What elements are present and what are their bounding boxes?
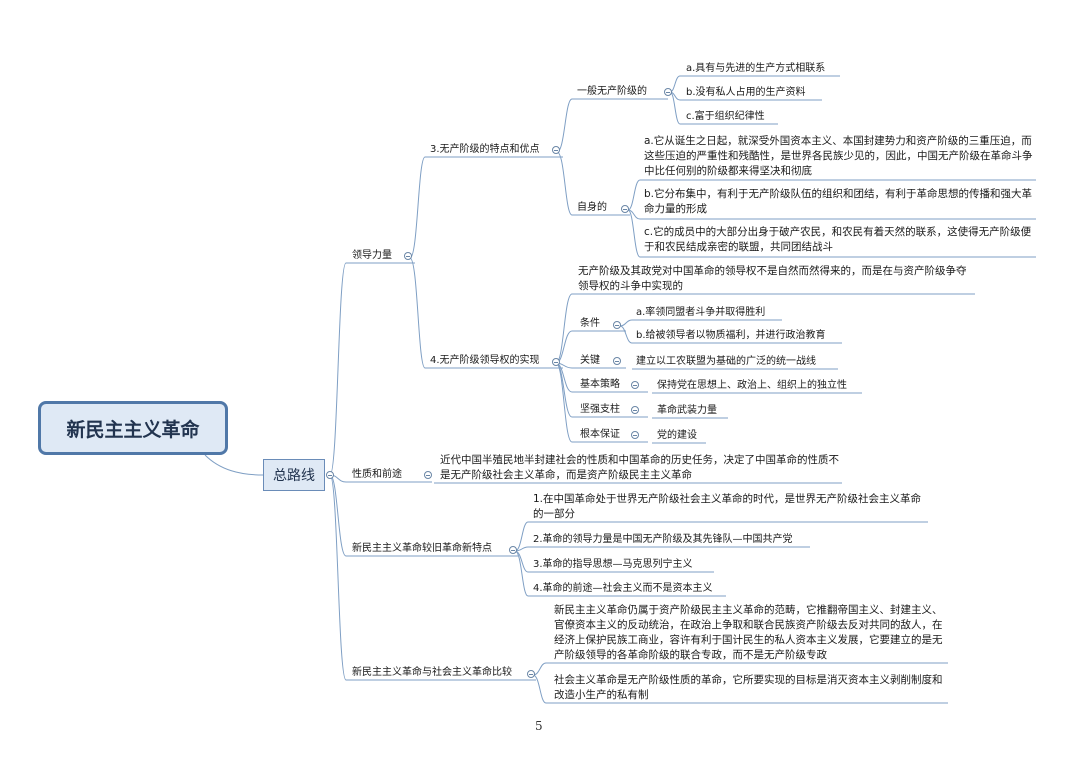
new-feature-1[interactable]: 1.在中国革命处于世界无产阶级社会主义革命的时代，是世界无产阶级社会主义革命的一…	[533, 493, 922, 520]
guarantee-label[interactable]: 根本保证	[580, 429, 620, 440]
condition-a[interactable]: a.率领同盟者斗争并取得胜利	[636, 307, 766, 318]
pillar-label[interactable]: 坚强支柱	[580, 404, 620, 415]
collapse-icon[interactable]	[326, 471, 334, 479]
new-feature-3[interactable]: 3.革命的指导思想—马克思列宁主义	[533, 559, 693, 570]
own-label[interactable]: 自身的	[577, 202, 607, 213]
key-text[interactable]: 建立以工农联盟为基础的广泛的统一战线	[636, 356, 816, 367]
collapse-icon[interactable]	[613, 321, 621, 329]
collapse-icon[interactable]	[613, 357, 621, 365]
general-item-b[interactable]: b.没有私人占用的生产资料	[686, 87, 806, 98]
key-label[interactable]: 关键	[580, 355, 600, 366]
collapse-icon[interactable]	[527, 670, 535, 678]
main-node[interactable]: 总路线	[263, 459, 325, 491]
collapse-icon[interactable]	[404, 252, 412, 260]
collapse-icon[interactable]	[552, 358, 560, 366]
general-proletariat-label[interactable]: 一般无产阶级的	[577, 86, 647, 97]
branch-leadership-label[interactable]: 领导力量	[352, 250, 392, 261]
pillar-text[interactable]: 革命武装力量	[657, 405, 717, 416]
collapse-icon[interactable]	[509, 546, 517, 554]
new-feature-2[interactable]: 2.革命的领导力量是中国无产阶级及其先锋队—中国共产党	[533, 534, 793, 545]
page-number: 5	[535, 719, 543, 733]
conditions-label[interactable]: 条件	[580, 318, 600, 329]
root-node[interactable]: 新民主主义革命	[38, 401, 228, 455]
collapse-icon[interactable]	[631, 431, 639, 439]
features-label[interactable]: 3.无产阶级的特点和优点	[430, 144, 540, 155]
strategy-text[interactable]: 保持党在思想上、政治上、组织上的独立性	[657, 380, 847, 391]
guarantee-text[interactable]: 党的建设	[657, 430, 697, 441]
strategy-label[interactable]: 基本策略	[580, 379, 620, 390]
branch-comparison-label[interactable]: 新民主主义革命与社会主义革命比较	[352, 667, 512, 678]
collapse-icon[interactable]	[424, 471, 432, 479]
nature-text[interactable]: 近代中国半殖民地半封建社会的性质和中国革命的历史任务，决定了中国革命的性质不是无…	[440, 454, 839, 481]
own-item-b[interactable]: b.它分布集中，有利于无产阶级队伍的组织和团结，有利于革命思想的传播和强大革命力…	[644, 188, 1033, 215]
general-item-c[interactable]: c.富于组织纪律性	[686, 111, 765, 122]
collapse-icon[interactable]	[664, 88, 672, 96]
realization-intro[interactable]: 无产阶级及其政党对中国革命的领导权不是自然而然得来的，而是在与资产阶级争夺领导权…	[578, 265, 967, 292]
root-label: 新民主主义革命	[66, 418, 200, 441]
own-item-a[interactable]: a.它从诞生之日起，就深受外国资本主义、本国封建势力和资产阶级的三重压迫，而这些…	[644, 135, 1033, 177]
collapse-icon[interactable]	[631, 381, 639, 389]
comparison-item-1[interactable]: 新民主主义革命仍属于资产阶级民主主义革命的范畴，它推翻帝国主义、封建主义、官僚资…	[554, 604, 943, 661]
condition-b[interactable]: b.给被领导者以物质福利，并进行政治教育	[636, 330, 826, 341]
branch-nature-label[interactable]: 性质和前途	[352, 469, 402, 480]
comparison-item-2[interactable]: 社会主义革命是无产阶级性质的革命，它所要实现的目标是消灭资本主义剥削制度和改造小…	[554, 674, 943, 701]
collapse-icon[interactable]	[552, 146, 560, 154]
collapse-icon[interactable]	[631, 406, 639, 414]
new-feature-4[interactable]: 4.革命的前途—社会主义而不是资本主义	[533, 583, 713, 594]
own-item-c[interactable]: c.它的成员中的大部分出身于破产农民，和农民有着天然的联系，这使得无产阶级便于和…	[644, 226, 1032, 253]
collapse-icon[interactable]	[621, 205, 629, 213]
branch-new-features-label[interactable]: 新民主主义革命较旧革命新特点	[352, 543, 492, 554]
node-underlines	[346, 75, 1036, 704]
general-item-a[interactable]: a.具有与先进的生产方式相联系	[686, 63, 826, 74]
main-label: 总路线	[273, 468, 315, 484]
realization-label[interactable]: 4.无产阶级领导权的实现	[430, 355, 540, 366]
